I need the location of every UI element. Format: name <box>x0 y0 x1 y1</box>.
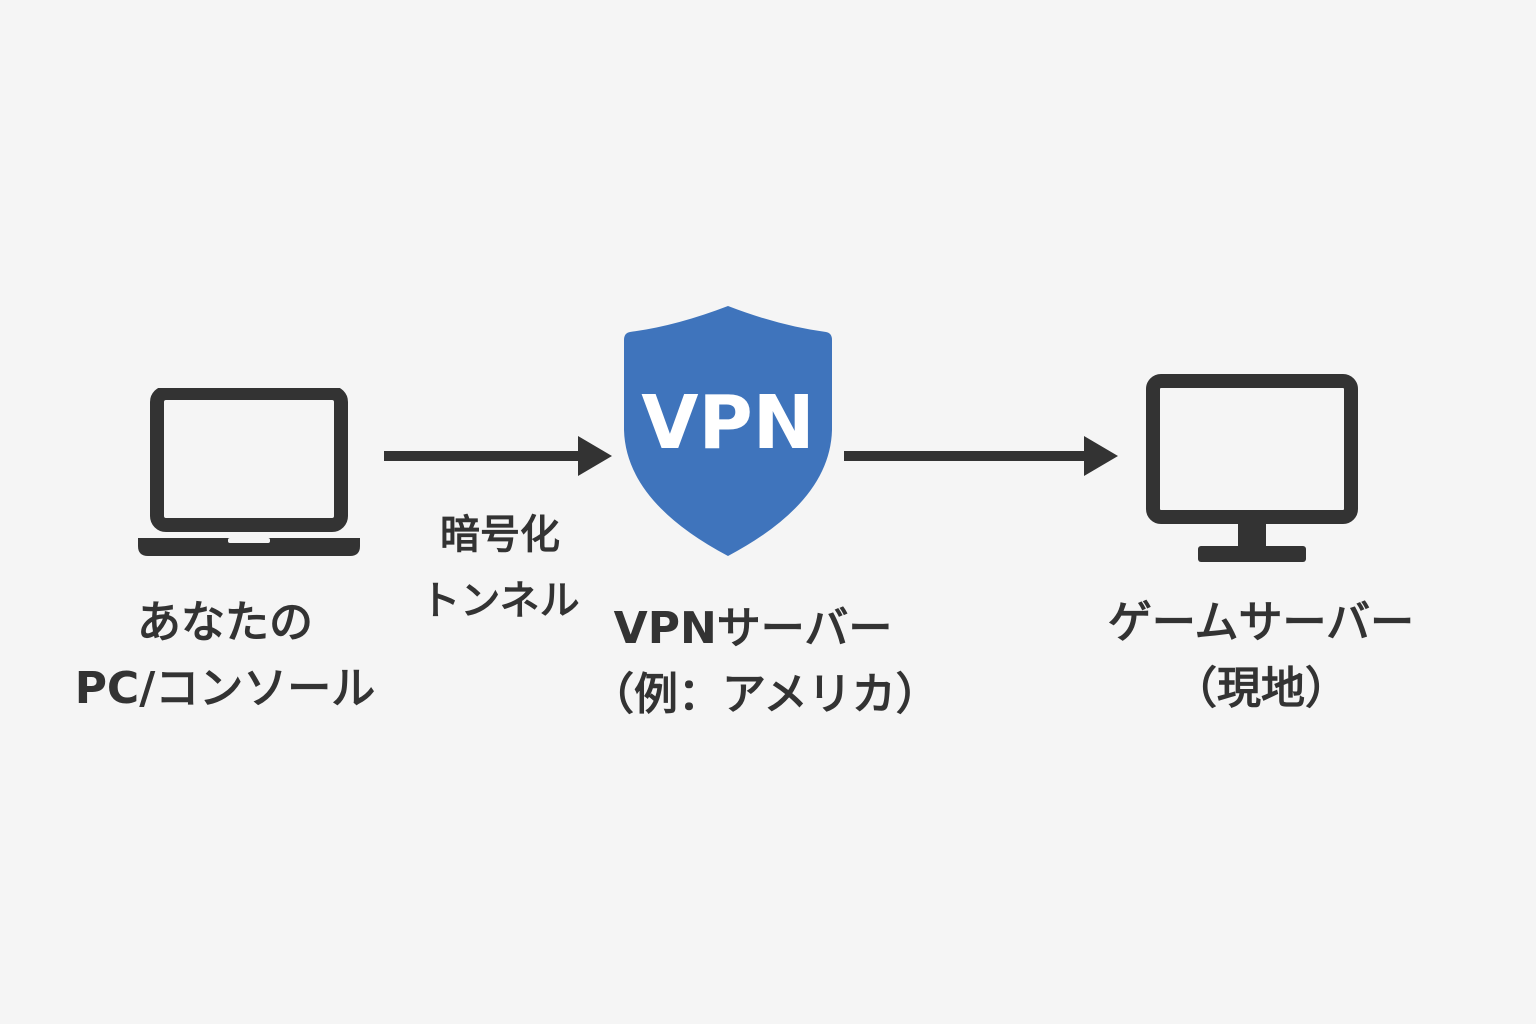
tunnel-label: 暗号化 トンネル <box>400 502 600 634</box>
laptop-icon <box>138 388 360 556</box>
client-label: あなたの PC/コンソール <box>60 590 390 722</box>
vpn-label-line2: （例：アメリカ） <box>590 669 940 720</box>
client-label-line2: PC/コンソール <box>74 663 376 714</box>
game-label: ゲームサーバー （現地） <box>1096 590 1426 722</box>
monitor-icon <box>1146 374 1358 562</box>
vpn-label-line1: VPNサーバー <box>613 603 893 654</box>
tunnel-label-line2: トンネル <box>420 578 580 624</box>
arrow-client-to-vpn <box>384 436 612 476</box>
shield-icon: VPN <box>624 306 832 556</box>
vpn-badge-text: VPN <box>641 380 814 466</box>
game-label-line1: ゲームサーバー <box>1107 597 1415 648</box>
vpn-label: VPNサーバー （例：アメリカ） <box>590 596 940 728</box>
tunnel-label-line1: 暗号化 <box>440 512 560 558</box>
arrow-vpn-to-game <box>844 436 1118 476</box>
client-label-line1: あなたの <box>137 597 313 648</box>
game-label-line2: （現地） <box>1173 663 1349 714</box>
